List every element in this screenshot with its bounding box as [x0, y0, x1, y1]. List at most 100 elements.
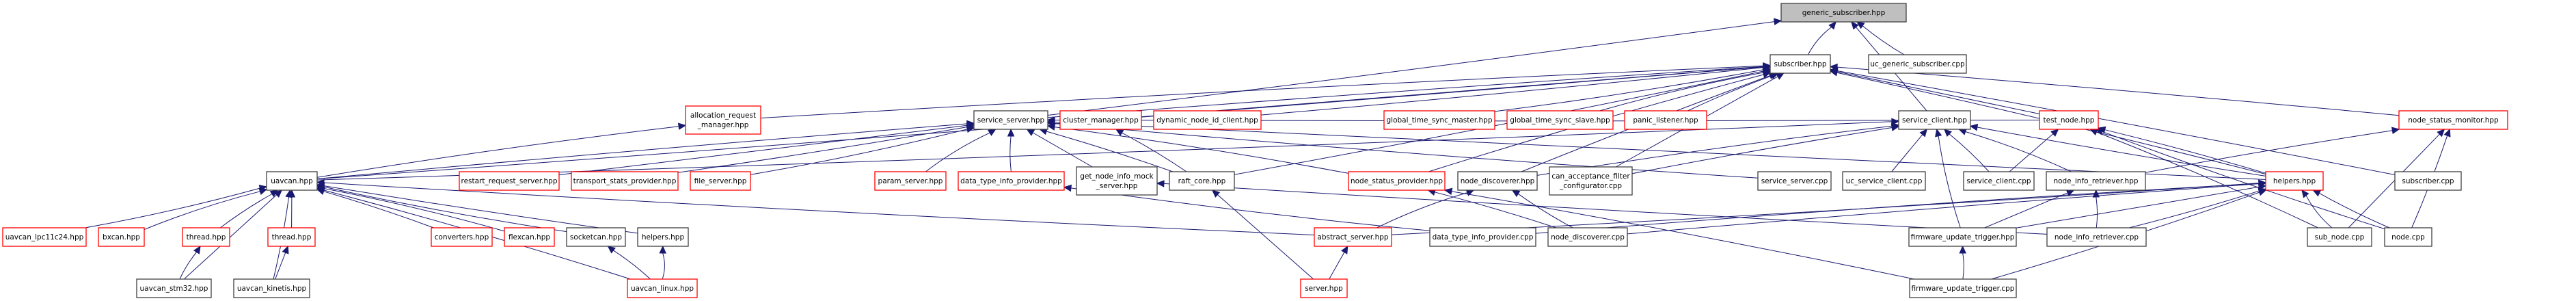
node-server-hpp[interactable]: server.hpp: [1300, 278, 1348, 298]
node-subscriber-hpp[interactable]: subscriber.hpp: [1770, 54, 1831, 74]
edge-node-cpp-to-test-node-hpp: [2102, 131, 2385, 230]
edge-service-client-cpp-to-test-node-hpp: [2009, 133, 2054, 172]
arrowhead-icon: [282, 245, 289, 254]
node-box: [504, 227, 555, 247]
node-box: [1547, 227, 1628, 247]
node-firmware-update-trigger-cpp[interactable]: firmware_update_trigger.cpp: [1909, 278, 2017, 298]
edge-data-type-info-provider-hpp-to-service-server-hpp: [1009, 135, 1012, 172]
node-service-server-cpp[interactable]: service_server.cpp: [1757, 171, 1832, 191]
node-bxcan-hpp[interactable]: bxcan.hpp: [98, 227, 145, 247]
node-box: [1624, 110, 1707, 130]
node-test-node-hpp[interactable]: test_node.hpp: [2039, 110, 2099, 130]
arrowhead-icon: [1063, 184, 1072, 192]
edge-service-client-cpp-to-service-client-hpp: [1949, 133, 1990, 172]
node-service-server-hpp[interactable]: service_server.hpp: [973, 110, 1048, 130]
node-box: [1909, 278, 2017, 298]
node-label: subscriber.hpp: [1774, 60, 1826, 68]
node-thread-hpp-a[interactable]: thread.hpp: [182, 227, 230, 247]
node-generic-subscriber-hpp: generic_subscriber.hpp: [1780, 3, 1907, 23]
node-box: [1348, 171, 1446, 191]
edge-server-hpp-to-abstract-server-hpp: [1329, 252, 1345, 280]
node-label: _manager.hpp: [697, 121, 749, 129]
node-node-discoverer-hpp[interactable]: node_discoverer.hpp: [1457, 171, 1538, 191]
node-helpers-hpp-red[interactable]: helpers.hpp: [2265, 171, 2324, 191]
edge-sub-node-cpp-to-helpers-hpp-red: [2305, 195, 2333, 228]
node-node-discoverer-cpp[interactable]: node_discoverer.cpp: [1547, 227, 1628, 247]
node-box: [685, 105, 761, 135]
node-box: [2046, 171, 2146, 191]
node-label: panic_listener.hpp: [1633, 116, 1698, 125]
edge-param-server-hpp-to-service-server-hpp: [925, 132, 990, 172]
arrowhead-icon: [677, 122, 687, 130]
node-uavcan-linux-hpp[interactable]: uavcan_linux.hpp: [627, 278, 698, 298]
edge-node-info-retriever-cpp-to-node-info-retriever-hpp: [2096, 196, 2098, 228]
node-allocation-request-manager-hpp[interactable]: allocation_request_manager.hpp: [685, 105, 761, 135]
node-param-server-hpp[interactable]: param_server.hpp: [874, 171, 947, 191]
node-service-client-hpp[interactable]: service_client.hpp: [1898, 110, 1971, 130]
node-socketcan-hpp[interactable]: socketcan.hpp: [566, 227, 626, 247]
node-helpers-hpp[interactable]: helpers.hpp: [637, 227, 689, 247]
node-label: service_server.cpp: [1761, 177, 1828, 185]
edge-restart-request-server-hpp-to-service-server-hpp: [558, 125, 968, 176]
node-box: [182, 227, 230, 247]
node-thread-hpp-b[interactable]: thread.hpp: [267, 227, 316, 247]
node-box: [1757, 171, 1832, 191]
node-sub-node-cpp[interactable]: sub_node.cpp: [2307, 227, 2372, 247]
node-subscriber-cpp[interactable]: subscriber.cpp: [2394, 171, 2462, 191]
node-box: [1868, 54, 1967, 74]
node-service-client-cpp[interactable]: service_client.cpp: [1963, 171, 2035, 191]
edge-raft-core-hpp-to-cluster-manager-hpp: [1122, 132, 1187, 172]
node-global-time-sync-master-hpp[interactable]: global_time_sync_master.hpp: [1383, 110, 1495, 130]
node-label: file_server.hpp: [694, 177, 747, 185]
edge-uavcan-stm32-hpp-to-thread-hpp-a: [179, 252, 198, 280]
node-uc-generic-subscriber-cpp[interactable]: uc_generic_subscriber.cpp: [1868, 54, 1967, 74]
node-uc-service-client-cpp[interactable]: uc_service_client.cpp: [1842, 171, 1926, 191]
node-node-status-monitor-hpp[interactable]: node_status_monitor.hpp: [2398, 110, 2508, 130]
arrowhead-icon: [1776, 73, 1785, 80]
edge-node-discoverer-cpp-to-node-discoverer-hpp: [1517, 193, 1573, 228]
node-node-info-retriever-hpp[interactable]: node_info_retriever.hpp: [2046, 171, 2146, 191]
node-node-status-provider-hpp[interactable]: node_status_provider.hpp: [1348, 171, 1446, 191]
node-uavcan-kinetis-hpp[interactable]: uavcan_kinetis.hpp: [233, 278, 310, 298]
edge-abstract-server-hpp-to-node-discoverer-hpp: [1377, 192, 1468, 228]
arrowhead-icon: [193, 245, 201, 254]
node-label: restart_request_server.hpp: [461, 177, 557, 185]
node-label: allocation_request: [690, 112, 756, 120]
node-global-time-sync-slave-hpp[interactable]: global_time_sync_slave.hpp: [1506, 110, 1614, 130]
node-data-type-info-provider-hpp[interactable]: data_type_info_provider.hpp: [958, 171, 1065, 191]
node-can-acceptance-filter-configurator-cpp[interactable]: can_acceptance_filter_configurator.cpp: [1549, 166, 1633, 196]
node-restart-request-server-hpp[interactable]: restart_request_server.hpp: [459, 171, 560, 191]
node-dynamic-node-id-client-hpp[interactable]: dynamic_node_id_client.hpp: [1153, 110, 1262, 130]
arrowhead-icon: [1007, 128, 1015, 137]
node-label: raft_core.hpp: [1178, 177, 1226, 185]
node-uavcan-stm32-hpp[interactable]: uavcan_stm32.hpp: [136, 278, 212, 298]
node-flexcan-hpp[interactable]: flexcan.hpp: [504, 227, 555, 247]
edge-node-cpp-to-helpers-hpp-red: [2319, 192, 2390, 228]
node-firmware-update-trigger-hpp[interactable]: firmware_update_trigger.hpp: [1908, 227, 2017, 247]
edge-raft-core-hpp-to-subscriber-hpp: [1234, 70, 1764, 175]
node-box: [1457, 171, 1538, 191]
node-uavcan-lpc11c24-hpp[interactable]: uavcan_lpc11c24.hpp: [2, 227, 87, 247]
arrowhead-icon: [1943, 129, 1952, 138]
node-node-info-retriever-cpp[interactable]: node_info_retriever.cpp: [2046, 227, 2147, 247]
node-panic-listener-hpp[interactable]: panic_listener.hpp: [1624, 110, 1707, 130]
node-uavcan-hpp[interactable]: uavcan.hpp: [266, 171, 318, 191]
node-label: service_server.hpp: [977, 116, 1045, 125]
node-abstract-server-hpp[interactable]: abstract_server.hpp: [1314, 227, 1392, 247]
node-raft-core-hpp[interactable]: raft_core.hpp: [1169, 171, 1235, 191]
node-node-cpp[interactable]: node.cpp: [2384, 227, 2432, 247]
node-box: [1429, 227, 1536, 247]
node-box: [1314, 227, 1392, 247]
node-label: thread.hpp: [187, 233, 226, 241]
node-label: data_type_info_provider.cpp: [1433, 233, 1534, 241]
edge-service-server-hpp-to-subscriber-hpp: [1047, 66, 1764, 118]
node-get-node-info-mock-server-hpp[interactable]: get_node_info_mock_server.hpp: [1076, 166, 1158, 196]
node-file-server-hpp[interactable]: file_server.hpp: [690, 171, 751, 191]
node-converters-hpp[interactable]: converters.hpp: [431, 227, 493, 247]
node-cluster-manager-hpp[interactable]: cluster_manager.hpp: [1059, 110, 1142, 130]
node-data-type-info-provider-cpp[interactable]: data_type_info_provider.cpp: [1429, 227, 1536, 247]
edge-allocation-request-manager-hpp-to-subscriber-hpp: [760, 65, 1764, 119]
node-label: sub_node.cpp: [2315, 233, 2365, 241]
node-box: [2265, 171, 2324, 191]
node-transport-stats-provider-hpp[interactable]: transport_stats_provider.hpp: [571, 171, 679, 191]
